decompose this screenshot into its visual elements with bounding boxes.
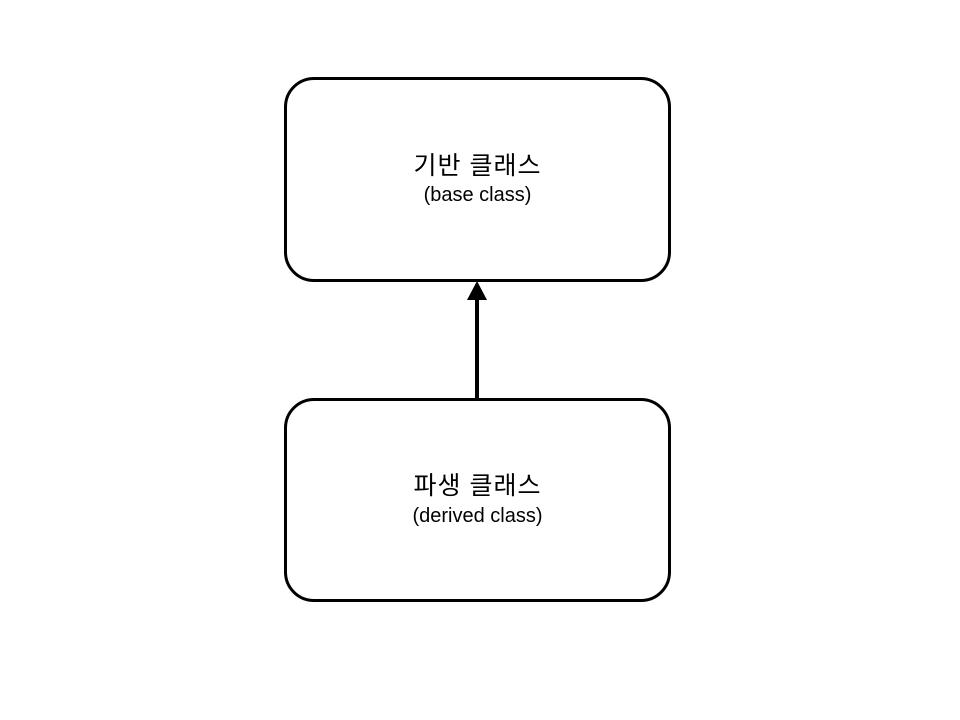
derived-class-subtitle: (derived class) (412, 504, 543, 527)
base-class-title: 기반 클래스 (413, 151, 542, 180)
arrowhead-up-icon (467, 281, 487, 300)
derived-class-box: 파생 클래스 (derived class) (284, 398, 671, 602)
base-class-box: 기반 클래스 (base class) (284, 77, 671, 282)
derived-class-title: 파생 클래스 (413, 472, 542, 501)
inheritance-arrow (467, 281, 487, 399)
base-class-subtitle: (base class) (423, 184, 532, 207)
